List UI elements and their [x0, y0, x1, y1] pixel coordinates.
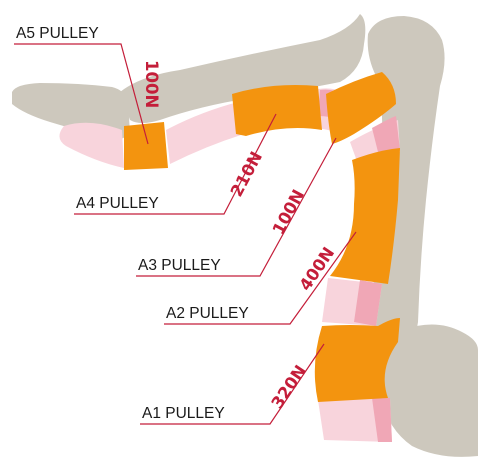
sheath-distal — [59, 123, 124, 168]
a1-pulley-label: A1 PULLEY — [142, 405, 225, 422]
finger-bones — [12, 14, 478, 457]
a4-pulley-label: A4 PULLEY — [76, 195, 159, 212]
a2-pulley-band — [330, 148, 400, 284]
a4-force-value: 210N — [227, 148, 266, 200]
a2-pulley-label: A2 PULLEY — [166, 305, 249, 322]
a5-pulley-label: A5 PULLEY — [16, 25, 99, 42]
a3-force-value: 100N — [269, 186, 308, 238]
a5-force-value: 100N — [142, 60, 161, 108]
a5-pulley-band — [124, 122, 168, 170]
a1-force-value: 320N — [268, 362, 311, 413]
a3-pulley-label: A3 PULLEY — [138, 257, 221, 274]
pulleys — [124, 72, 400, 402]
a4-pulley-band — [232, 85, 322, 136]
